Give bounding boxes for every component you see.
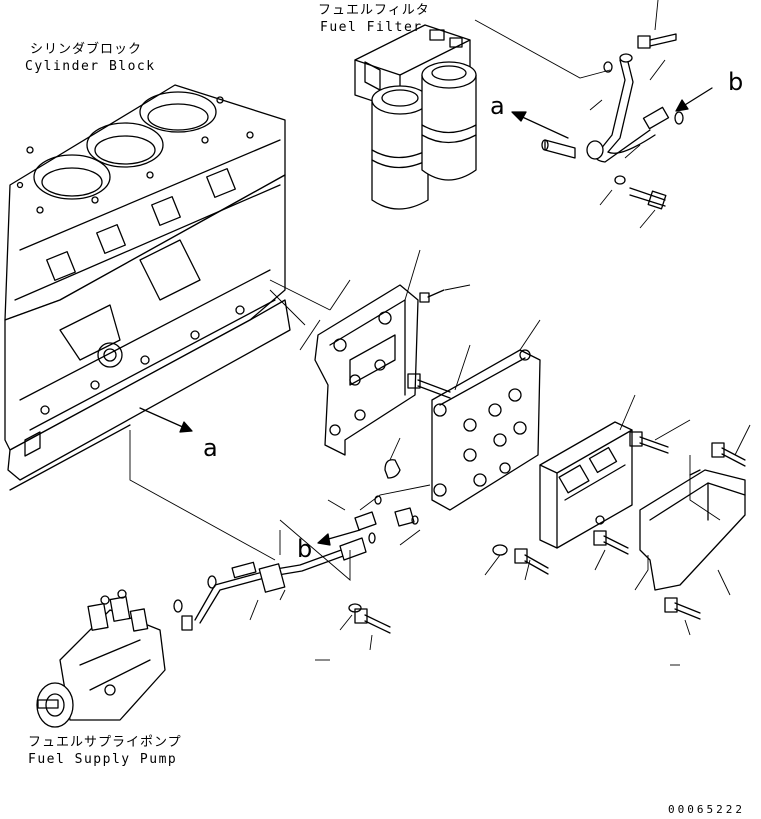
marker-b-top: b	[728, 68, 743, 96]
marker-a-top: a	[490, 92, 505, 120]
ecm-cover	[639, 469, 746, 591]
filter-outlet-tube	[541, 33, 684, 210]
fuel-filter-label-jp: フュエルフィルタ	[318, 3, 430, 18]
fuel-pipes	[173, 495, 419, 631]
marker-a-mid: a	[203, 434, 218, 462]
supply-pump-label-en: Fuel Supply Pump	[28, 752, 177, 767]
ecm-controller	[539, 421, 633, 549]
cylinder-block-label-en: Cylinder Block	[25, 59, 156, 74]
fuel-supply-pump	[36, 589, 166, 728]
bolt-set	[348, 289, 746, 634]
mounting-bracket	[314, 284, 419, 456]
cylinder-block-label-jp: シリンダブロック	[30, 41, 142, 57]
ecm-mounting-plate	[431, 349, 541, 511]
fuel-filter	[354, 24, 477, 210]
drawing-number: 00065222	[668, 803, 745, 816]
marker-b-mid: b	[297, 535, 312, 563]
leader-lines	[129, 0, 751, 666]
fuel-filter-label-en: Fuel Filter	[320, 20, 423, 35]
cylinder-block	[4, 84, 291, 491]
supply-pump-label-jp: フュエルサプライポンプ	[28, 735, 182, 750]
